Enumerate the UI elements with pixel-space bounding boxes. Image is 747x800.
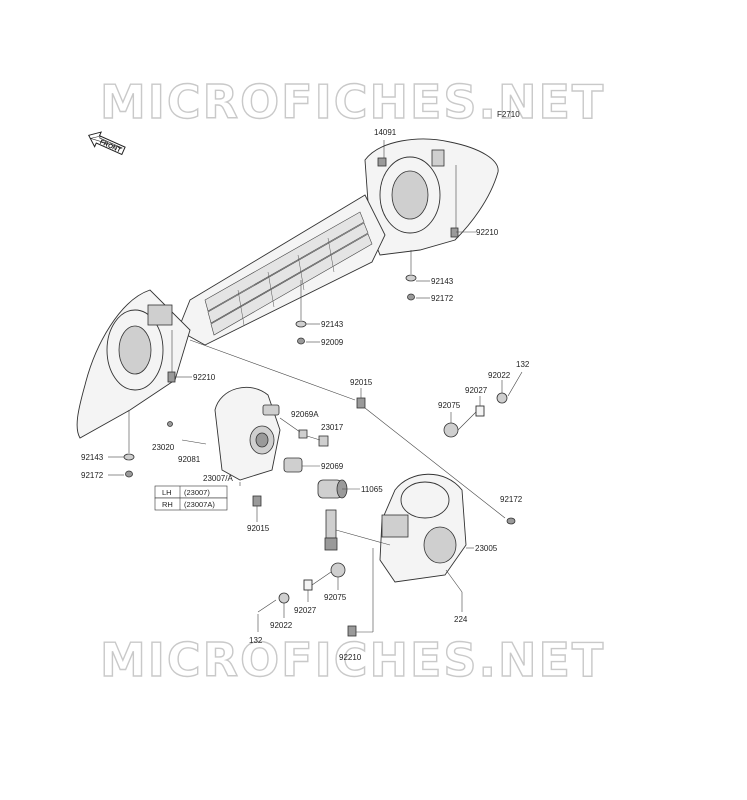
- clip-92015-lower: [252, 495, 262, 507]
- label-92022-upper: 92022: [488, 371, 511, 380]
- bulb-92069a: [298, 429, 308, 439]
- leader-lines: [108, 140, 506, 633]
- label-23007a: 23007/A: [203, 474, 233, 483]
- label-92027-upper: 92027: [465, 386, 488, 395]
- label-92015-upper: 92015: [350, 378, 373, 387]
- collar-92027-lower: [303, 579, 313, 591]
- cowl-tab-right: [431, 149, 445, 167]
- label-92172-left: 92172: [81, 471, 104, 480]
- screw-224: [445, 569, 463, 593]
- upper-cowl: [76, 138, 499, 439]
- headlight-unit-23005: [379, 473, 467, 583]
- cowl-tab-left: [147, 304, 173, 326]
- harness: [325, 509, 337, 539]
- washer-92022-upper: [496, 392, 508, 404]
- label-92022-lower: 92022: [270, 621, 293, 630]
- figure-code: F2710: [497, 110, 520, 119]
- screw-92081: [181, 439, 207, 445]
- label-92210-left: 92210: [193, 373, 216, 382]
- label-92081: 92081: [178, 455, 201, 464]
- label-132-upper: 132: [516, 360, 530, 369]
- grommet-14091: [377, 157, 387, 167]
- label-92009: 92009: [321, 338, 344, 347]
- label-224: 224: [454, 615, 468, 624]
- bolt-92172-right: [506, 517, 516, 525]
- label-92027-lower: 92027: [294, 606, 317, 615]
- washer-92022-lower: [278, 592, 290, 604]
- label-92143-mid: 92143: [321, 320, 344, 329]
- connector: [324, 537, 338, 551]
- bolt-132-upper: [507, 371, 523, 397]
- collar-92027-upper: [475, 405, 485, 417]
- watermark-top: MICROFICHES.NET: [100, 75, 605, 129]
- bolt-92009: [297, 337, 305, 345]
- label-14091: 14091: [374, 128, 397, 137]
- label-92075-upper: 92075: [438, 401, 461, 410]
- label-92015-lower: 92015: [247, 524, 270, 533]
- washer-92143-upper: [405, 274, 417, 282]
- label-92143-left: 92143: [81, 453, 104, 462]
- washer-92143-left: [123, 453, 135, 461]
- label-92210-lower: 92210: [339, 653, 362, 662]
- washer-92143-mid: [295, 320, 307, 328]
- label-23017: 23017: [321, 423, 344, 432]
- label-92075-lower: 92075: [324, 593, 347, 602]
- bulb-23017: [318, 435, 329, 447]
- bulb-92069: [283, 457, 303, 473]
- label-92069: 92069: [321, 462, 344, 471]
- bolt-92172-left: [125, 470, 133, 478]
- part-23020: [167, 421, 173, 427]
- label-23020: 23020: [152, 443, 175, 452]
- bolt-92172-upper: [407, 293, 415, 301]
- clip-92210-left: [167, 371, 176, 383]
- label-92069a: 92069A: [291, 410, 319, 419]
- grille-slats: [204, 211, 373, 336]
- table-row-0-side: LH: [162, 488, 172, 497]
- label-92172-upper: 92172: [431, 294, 454, 303]
- clip-92015-upper: [356, 397, 366, 409]
- front-arrow-icon: FRONT: [88, 131, 126, 156]
- clip-92210-lower: [347, 625, 357, 637]
- label-11065: 11065: [361, 485, 383, 494]
- bolt-132-lower: [257, 599, 277, 613]
- watermark-bottom: MICROFICHES.NET: [100, 633, 605, 687]
- clip-92210-upper: [450, 227, 459, 238]
- grommet-92075-lower: [330, 562, 346, 578]
- label-92143-upper: 92143: [431, 277, 454, 286]
- grommet-92075-upper: [443, 422, 459, 438]
- part-labels: 14091 92210 92143 92172 92143 92009 9221…: [81, 128, 530, 662]
- variant-table: LH (23007) RH (23007A): [154, 485, 228, 511]
- label-23005: 23005: [475, 544, 498, 553]
- label-132-lower: 132: [249, 636, 263, 645]
- label-92210-upper: 92210: [476, 228, 499, 237]
- label-92172-right: 92172: [500, 495, 523, 504]
- table-row-0-part: (23007): [184, 488, 210, 497]
- headlight-unit-23007: [214, 386, 281, 481]
- table-row-1-part: (23007A): [184, 500, 215, 509]
- table-row-1-side: RH: [162, 500, 173, 509]
